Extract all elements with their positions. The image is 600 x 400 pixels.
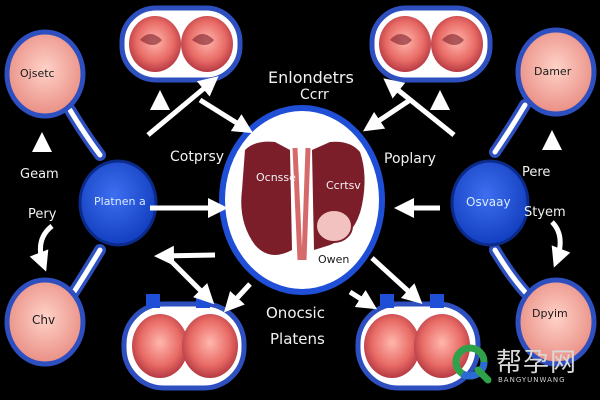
watermark-text-cn: 帮孕网	[496, 348, 578, 378]
organ-label-left: Ocnsse	[256, 171, 296, 184]
flow-label-lower-2: Platens	[270, 330, 325, 348]
side-label-right-upper: Pere	[522, 165, 551, 180]
flow-label-upper-left: Cotprsy	[170, 149, 225, 165]
flow-label-upper-right: Poplary	[384, 151, 436, 167]
left-hub-label: Platnen a	[94, 195, 146, 208]
corner-node-top-left	[4, 29, 86, 119]
cell-pair-top-left	[119, 5, 243, 83]
corner-label-top-right: Damer	[534, 65, 572, 78]
organ-label-bottom: Owen	[318, 253, 350, 266]
center-organ	[219, 105, 385, 295]
flow-arrows	[29, 76, 571, 313]
corner-label-bottom-right: Dpyim	[532, 307, 568, 320]
center-title-line-1: Enlondetrs	[268, 68, 354, 87]
watermark-logo-icon	[452, 344, 492, 384]
corner-label-top-left: Ojsetc	[20, 67, 55, 80]
side-label-right-lower: Styem	[524, 205, 566, 220]
side-label-left-lower: Pery	[28, 207, 57, 222]
right-hub-label: Osvaay	[466, 195, 511, 209]
center-title-line-2: Ccrr	[300, 87, 329, 103]
corner-node-bottom-right	[515, 277, 597, 367]
watermark-text-en: BANGYUNWANG	[498, 376, 566, 384]
organ-label-right: Ccrtsv	[326, 179, 361, 192]
flow-label-lower-1: Onocsic	[266, 304, 325, 322]
corner-node-top-right	[515, 27, 597, 117]
connector-bands	[64, 99, 531, 301]
cell-pair-bottom-left	[121, 294, 247, 391]
side-label-left-upper: Geam	[20, 167, 59, 182]
watermark: 帮孕网 BANGYUNWANG	[452, 340, 592, 394]
left-hub	[78, 159, 158, 247]
corner-label-bottom-left: Chv	[32, 313, 56, 327]
right-hub	[450, 159, 530, 247]
corner-node-bottom-left	[4, 277, 86, 367]
cell-pair-top-right	[369, 5, 493, 83]
